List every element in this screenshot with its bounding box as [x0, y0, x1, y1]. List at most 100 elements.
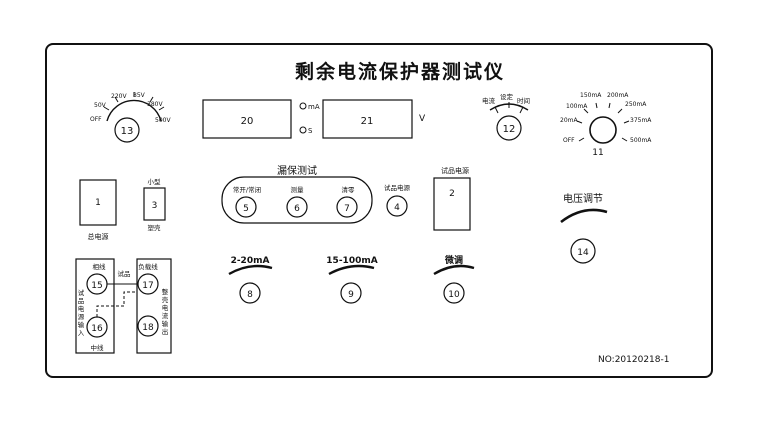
current-selector-number: 11	[592, 148, 603, 158]
sample-power-switch[interactable]	[433, 177, 471, 231]
output-side-char: 输	[162, 319, 169, 328]
dashed-link	[96, 291, 137, 317]
sample-power-button-label: 试品电源	[384, 183, 411, 192]
leakage-btn-label-reset: 清零	[342, 185, 356, 194]
sample-power-button-number: 4	[394, 203, 400, 213]
knob-2-20ma[interactable]	[239, 282, 261, 304]
knob-15-100ma-number: 9	[348, 290, 354, 300]
display-left	[202, 99, 292, 139]
sample-power-button[interactable]	[386, 195, 408, 217]
breaker-type-switch-number: 3	[152, 201, 158, 211]
sample-power-switch-number: 2	[449, 189, 455, 199]
voltage-adjust-label: 电压调节	[563, 192, 603, 205]
knob-2-20ma-number: 8	[247, 290, 253, 300]
knob-fine[interactable]	[443, 282, 465, 304]
s-indicator-lamp	[299, 126, 307, 134]
display-right	[322, 99, 413, 139]
main-power-label: 总电源	[88, 232, 109, 241]
small-switch-bottom-label: 塑壳	[148, 223, 162, 232]
sample-power-switch-label: 试品电源	[441, 166, 469, 175]
leakage-btn-label-measure: 测量	[291, 186, 305, 194]
voltage-label-off: OFF	[90, 116, 102, 123]
serial-number: NO:20120218-1	[598, 355, 669, 365]
input-side-char: 源	[78, 312, 85, 321]
voltage-adjust-number: 14	[577, 248, 589, 258]
voltage-label-85v: 85V	[133, 92, 146, 99]
current-selector-knob[interactable]	[589, 116, 617, 144]
panel-frame	[45, 43, 713, 378]
mode-selector[interactable]: 电流 设定 时间 12	[482, 92, 530, 141]
knob-2-20ma-label: 2-20mA	[231, 256, 270, 266]
output-side-char: 整	[162, 287, 169, 296]
main-power-switch[interactable]	[79, 179, 117, 226]
current-label-100ma: 100mA	[566, 103, 588, 110]
mode-selector-knob[interactable]	[496, 115, 522, 141]
nonc-button[interactable]	[235, 196, 257, 218]
ma-indicator-label: mA	[308, 103, 320, 111]
output-side-text: 整 壳 电 流 输 出	[162, 287, 169, 336]
knob-15-100ma[interactable]	[340, 282, 362, 304]
current-label-500ma: 500mA	[630, 137, 652, 144]
s-indicator-label: S	[308, 127, 313, 135]
load-terminal[interactable]	[137, 273, 159, 295]
mode-selector-number: 12	[503, 124, 516, 135]
small-switch-top-label: 小型	[148, 177, 162, 186]
voltage-selector-number: 13	[121, 126, 134, 137]
breaker-type-switch[interactable]	[143, 187, 166, 221]
knob-fine-arc	[433, 264, 475, 276]
voltage-label-50v: 50V	[94, 102, 107, 109]
case-current-terminal-number: 18	[142, 323, 154, 333]
nonc-button-number: 5	[243, 204, 249, 214]
load-terminal-number: 17	[142, 281, 153, 291]
phase-terminal-number: 15	[91, 281, 102, 291]
current-label-250ma: 250mA	[625, 101, 647, 108]
current-label-20ma: 20mA	[560, 117, 578, 124]
panel-title: 剩余电流保护器测试仪	[295, 60, 505, 83]
display-right-number: 21	[361, 116, 374, 127]
output-side-char: 壳	[162, 295, 169, 304]
input-side-char: 输	[78, 320, 85, 329]
current-label-200ma: 200mA	[607, 92, 629, 99]
input-side-text: 试 品 电 源 输 入	[78, 288, 85, 337]
leakage-test-frame	[221, 176, 373, 224]
voltage-adjust-arc	[560, 208, 608, 224]
output-side-char: 流	[162, 311, 169, 320]
input-side-char: 试	[78, 288, 85, 297]
case-current-terminal[interactable]	[137, 315, 159, 337]
leakage-btn-label-nonc: 常开/常闭	[233, 185, 261, 194]
mode-label-current: 电流	[482, 96, 496, 105]
sample-link-label: 试品	[118, 269, 131, 278]
input-side-char: 电	[78, 304, 85, 313]
input-side-char: 入	[78, 329, 85, 337]
output-side-char: 出	[162, 327, 169, 336]
voltage-selector[interactable]: OFF 50V 220V 85V 380V 500V 13	[90, 92, 171, 143]
neutral-line-label: 中线	[91, 343, 105, 352]
knob-15-100ma-arc	[328, 264, 375, 276]
voltage-adjust-knob[interactable]	[570, 238, 596, 264]
phase-line-label: 相线	[93, 262, 107, 271]
mode-label-set: 设定	[500, 92, 514, 101]
output-terminal-block	[136, 258, 172, 354]
display-left-number: 20	[241, 116, 254, 127]
display-right-unit: V	[419, 114, 426, 124]
input-side-char: 品	[78, 297, 85, 305]
current-label-375ma: 375mA	[630, 117, 652, 124]
measure-button[interactable]	[286, 196, 308, 218]
knob-fine-label: 微调	[444, 254, 463, 266]
knob-15-100ma-label: 15-100mA	[326, 256, 377, 266]
measure-button-number: 6	[294, 204, 300, 214]
current-selector[interactable]: OFF 20mA 100mA 150mA 200mA 250mA 375mA 5…	[560, 92, 652, 158]
knob-fine-number: 10	[448, 290, 460, 300]
neutral-terminal-number: 16	[91, 324, 103, 334]
voltage-selector-knob[interactable]	[114, 117, 140, 143]
voltage-label-500v: 500V	[155, 117, 171, 124]
leakage-test-title: 漏保测试	[277, 164, 317, 177]
current-label-off: OFF	[563, 137, 575, 144]
mode-label-time: 时间	[517, 96, 530, 105]
load-line-label: 负载线	[138, 262, 158, 271]
voltage-selector-arc	[106, 99, 162, 122]
reset-button[interactable]	[336, 196, 358, 218]
ma-indicator-lamp	[299, 102, 307, 110]
current-label-150ma: 150mA	[580, 92, 602, 99]
